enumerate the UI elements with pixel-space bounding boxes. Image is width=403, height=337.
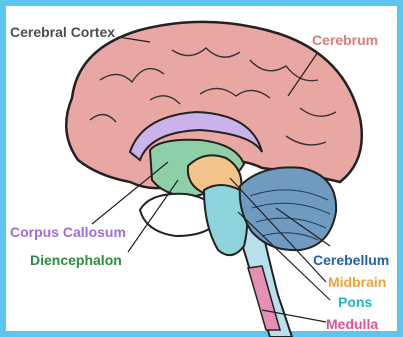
label-diencephalon: Diencephalon [30, 252, 122, 268]
label-pons: Pons [338, 294, 372, 310]
label-corpus-callosum: Corpus Callosum [10, 224, 126, 240]
label-cerebrum: Cerebrum [312, 32, 378, 48]
label-cerebral-cortex: Cerebral Cortex [10, 24, 115, 40]
label-cerebellum: Cerebellum [313, 252, 389, 268]
label-midbrain: Midbrain [328, 274, 386, 290]
label-medulla: Medulla [326, 316, 378, 332]
